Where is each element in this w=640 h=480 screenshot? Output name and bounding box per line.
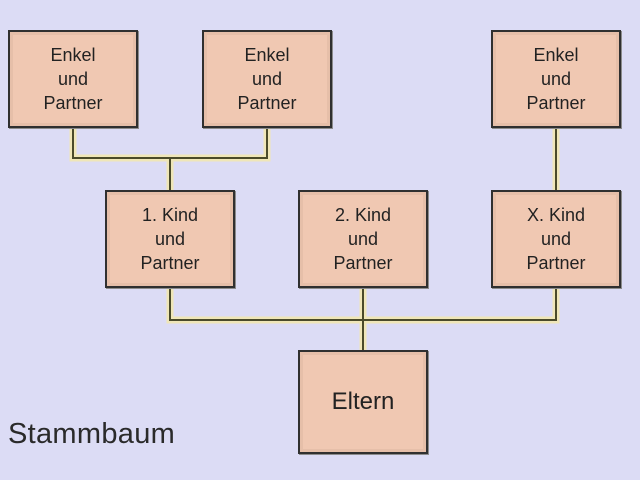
node-line: Partner [526, 93, 586, 113]
node-enkel-1: Enkel und Partner [8, 30, 138, 128]
connector-kinder-to-eltern [169, 287, 557, 351]
node-kind-1: 1. Kind und Partner [105, 190, 235, 288]
node-line: Enkel [50, 45, 96, 65]
node-line: und [540, 229, 572, 249]
node-line: Partner [333, 253, 393, 273]
node-eltern: Eltern [298, 350, 428, 454]
node-line: und [154, 229, 186, 249]
connector-enkel-to-kind-1 [72, 127, 268, 191]
node-line: und [251, 69, 283, 89]
node-kind-2: 2. Kind und Partner [298, 190, 428, 288]
node-label: Eltern [331, 388, 395, 415]
diagram-caption: Stammbaum [8, 418, 176, 450]
node-line: Partner [140, 253, 200, 273]
node-line: Partner [237, 93, 297, 113]
node-line: 1. Kind [141, 205, 199, 225]
node-kind-x: X. Kind und Partner [491, 190, 621, 288]
node-line: Enkel [533, 45, 579, 65]
node-line: X. Kind [526, 205, 586, 225]
node-line: 2. Kind [334, 205, 392, 225]
node-line: Partner [526, 253, 586, 273]
node-line: und [57, 69, 89, 89]
node-line: Enkel [244, 45, 290, 65]
node-line: und [347, 229, 379, 249]
node-line: Partner [43, 93, 103, 113]
node-enkel-3: Enkel und Partner [491, 30, 621, 128]
node-enkel-2: Enkel und Partner [202, 30, 332, 128]
node-line: und [540, 69, 572, 89]
